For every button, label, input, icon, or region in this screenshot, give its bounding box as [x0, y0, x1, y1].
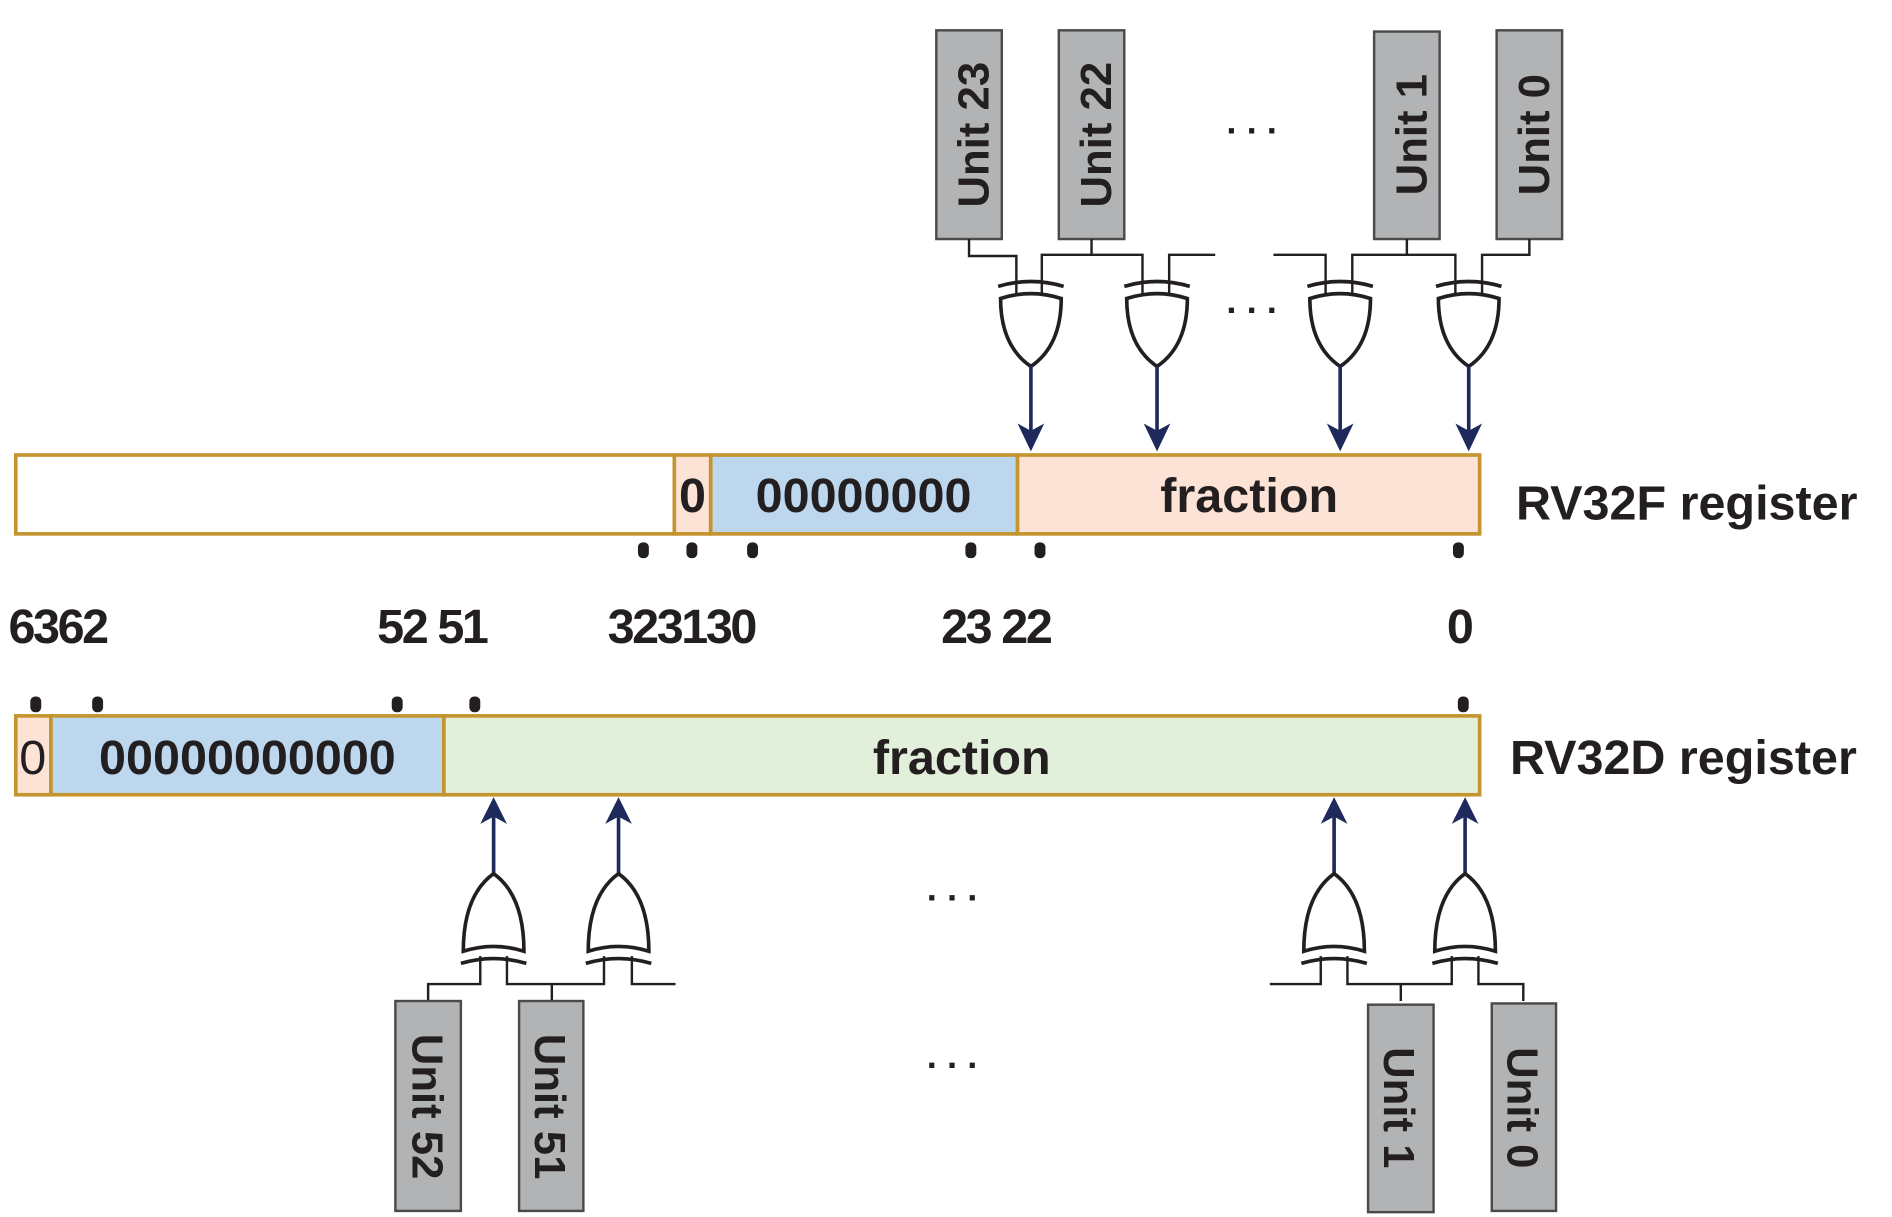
bit-marker: [30, 696, 42, 713]
bit-marker: [1457, 696, 1469, 713]
ellipsis: . . .: [927, 1035, 978, 1076]
sign-bit-text: 0: [679, 469, 706, 523]
unit-label: Unit 0: [1510, 74, 1559, 195]
rv32f-bit-markers: [637, 542, 1464, 559]
unit-box: Unit 0: [1495, 29, 1564, 241]
bit-label: 0: [1447, 600, 1472, 654]
unit-box: Unit 51: [517, 999, 585, 1213]
fraction-text: fraction: [1160, 469, 1338, 523]
bit-label: 52 51: [377, 600, 488, 654]
rv32d-register: 0 00000000000 fraction RV32D register: [13, 714, 1857, 797]
unit-box: Unit 23: [935, 29, 1004, 241]
unit-label: Unit 52: [402, 1034, 451, 1180]
arrow-down-icon: [1143, 366, 1171, 452]
unit-box: Unit 52: [394, 999, 463, 1213]
xor-gate-icon: [1435, 279, 1502, 369]
bit-label: 323130: [608, 600, 756, 654]
bit-index-labels: 6362 52 51 323130 23 22 0: [8, 600, 1474, 654]
segment-fraction: [1015, 453, 1482, 536]
segment-sign: [13, 714, 53, 797]
sign-bit-text: 0: [19, 731, 46, 785]
unit-box: Unit 1: [1372, 30, 1441, 241]
bit-marker: [469, 696, 481, 713]
xor-gate-icon: [997, 279, 1065, 369]
unit-box: Unit 1: [1366, 1003, 1435, 1214]
unit-label: Unit 1: [1387, 74, 1436, 195]
ellipsis: . . .: [927, 867, 978, 908]
rv32f-xor-gates: [997, 279, 1502, 369]
fraction-text: fraction: [873, 731, 1051, 785]
bit-marker: [637, 542, 649, 559]
rv32d-xor-gates: [460, 871, 1499, 966]
arrow-up-icon: [605, 797, 632, 874]
bit-marker: [686, 542, 698, 559]
bit-marker: [1034, 542, 1046, 559]
rv32d-bit-markers: [30, 696, 1469, 713]
rv32f-wiring: [967, 239, 1531, 295]
bit-label: 6362: [8, 600, 108, 654]
exponent-text: 00000000000: [99, 731, 396, 785]
xor-gate-icon: [460, 871, 527, 966]
xor-gate-icon: [1306, 279, 1374, 369]
xor-gate-icon: [1123, 279, 1191, 369]
unit-box: Unit 0: [1490, 1002, 1558, 1213]
arrow-up-icon: [1320, 797, 1348, 874]
rv32d-units: . . . . . . Unit 52 Unit 51 Unit 1 Unit …: [394, 867, 1558, 1214]
arrow-down-icon: [1455, 366, 1483, 452]
arrow-down-icon: [1017, 366, 1045, 452]
arrow-up-icon: [1451, 797, 1479, 874]
segment-sign: [672, 453, 713, 536]
bit-marker: [92, 696, 104, 713]
segment-fraction: [442, 714, 1482, 797]
ellipsis: . . .: [1226, 280, 1277, 321]
arrow-down-icon: [1326, 366, 1354, 452]
unit-label: Unit 22: [1072, 62, 1121, 208]
xor-gate-icon: [1431, 871, 1499, 966]
arrow-up-icon: [480, 797, 507, 874]
segment-unused: [13, 453, 677, 536]
bit-marker: [391, 696, 403, 713]
segment-exponent: [708, 453, 1020, 536]
exponent-text: 00000000: [756, 469, 972, 523]
rv32f-units: Unit 23 Unit 22 Unit 1 Unit 0 . . . . . …: [935, 29, 1564, 321]
register-label: RV32D register: [1510, 731, 1857, 785]
unit-box: Unit 22: [1057, 29, 1126, 241]
rv32f-arrows: [1017, 366, 1483, 452]
rv32f-register: 0 00000000 fraction RV32F register: [13, 453, 1858, 536]
ellipsis: . . .: [1226, 100, 1277, 141]
unit-label: Unit 23: [949, 62, 998, 208]
register-label: RV32F register: [1516, 476, 1858, 530]
rv32d-arrows: [480, 797, 1479, 874]
bit-marker: [747, 542, 759, 559]
unit-label: Unit 0: [1498, 1047, 1547, 1168]
xor-gate-icon: [585, 871, 652, 966]
unit-label: Unit 51: [525, 1034, 574, 1180]
unit-label: Unit 1: [1374, 1047, 1423, 1168]
bit-label: 23 22: [941, 600, 1052, 654]
xor-gate-icon: [1300, 871, 1368, 966]
rv32d-wiring: [426, 956, 1525, 1002]
bit-marker: [965, 542, 977, 559]
bit-marker: [1452, 542, 1464, 559]
